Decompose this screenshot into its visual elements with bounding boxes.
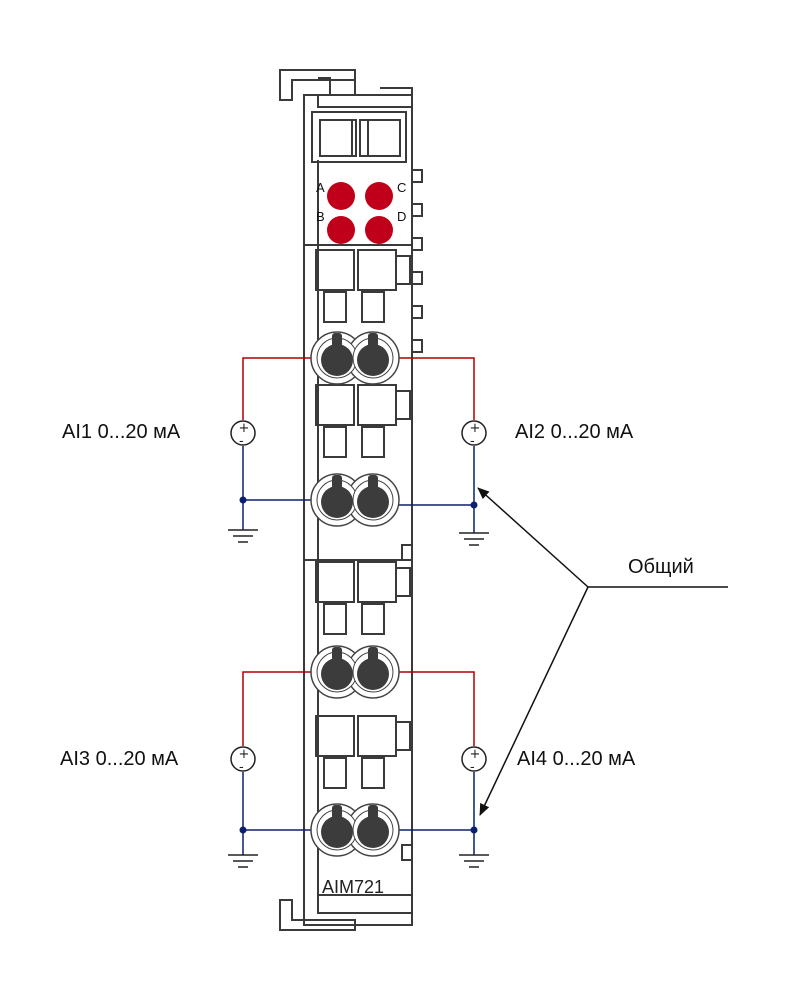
- led-label-b: B: [316, 209, 325, 224]
- svg-text:+: +: [470, 747, 481, 762]
- terminal-screws: [310, 331, 400, 857]
- led-label-d: D: [397, 209, 406, 224]
- led-c: [365, 182, 393, 210]
- channel-label-ai1: AI1 0...20 мА: [62, 421, 181, 443]
- terminal-block-lower: [315, 561, 411, 789]
- junction-dots: [239, 496, 478, 834]
- module-body: [279, 69, 423, 931]
- channel-label-ai3: AI3 0...20 мА: [60, 748, 179, 770]
- common-callout: [477, 487, 728, 816]
- current-source-icon: +- +- +- +-: [230, 420, 487, 775]
- led-label-a: A: [316, 180, 325, 195]
- channel-label-ai2: AI2 0...20 мА: [515, 421, 634, 443]
- status-leds: A B C D: [316, 180, 406, 244]
- terminal-block-upper: [315, 249, 411, 458]
- led-label-c: C: [397, 180, 406, 195]
- ground-symbol: [228, 529, 489, 868]
- svg-text:-: -: [239, 434, 244, 449]
- common-label: Общий: [628, 556, 694, 578]
- led-a: [327, 182, 355, 210]
- module-model-label: AIM721: [322, 877, 384, 897]
- signal-wires: [242, 357, 475, 746]
- svg-text:-: -: [470, 434, 475, 449]
- svg-text:+: +: [239, 421, 250, 436]
- led-b: [327, 216, 355, 244]
- led-d: [365, 216, 393, 244]
- svg-text:+: +: [239, 747, 250, 762]
- channel-label-ai4: AI4 0...20 мА: [517, 748, 636, 770]
- svg-text:+: +: [470, 421, 481, 436]
- svg-text:-: -: [239, 760, 244, 775]
- svg-text:-: -: [470, 760, 475, 775]
